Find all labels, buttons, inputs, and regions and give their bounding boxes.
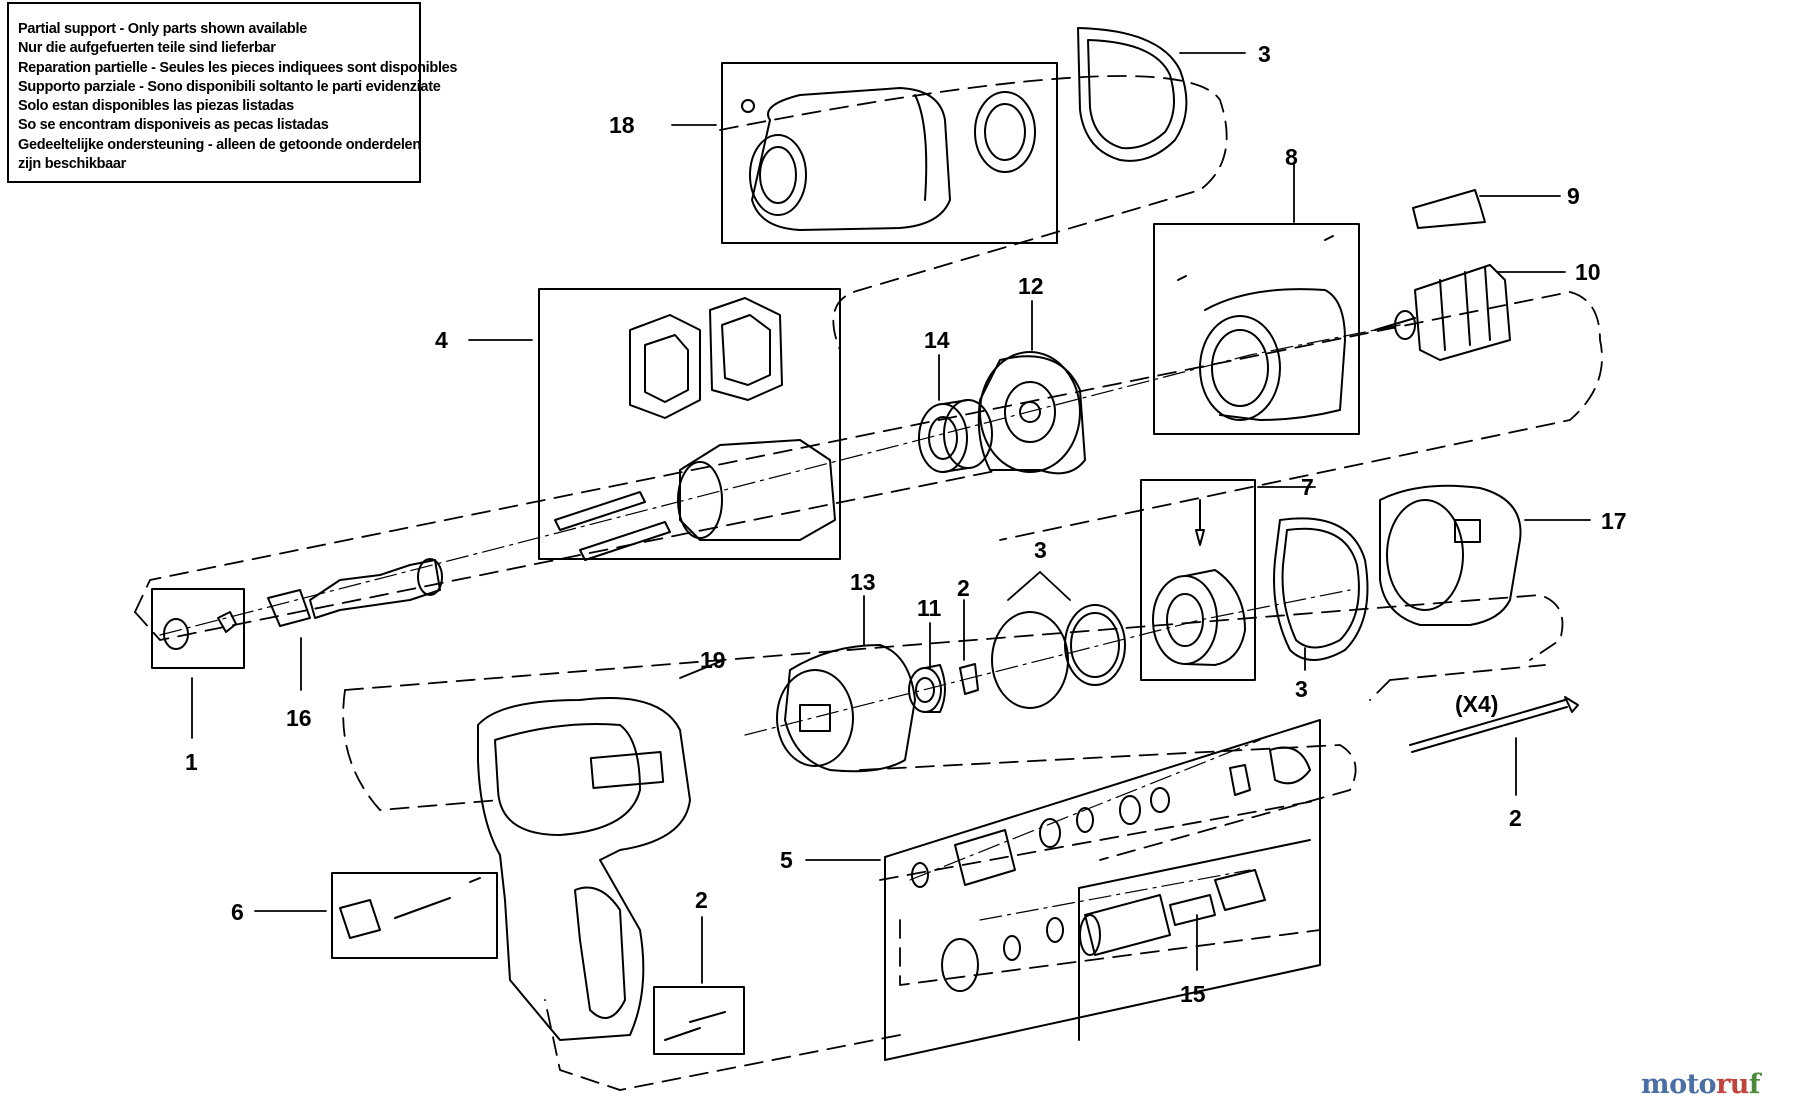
callout-11: 11 <box>917 595 942 621</box>
group-box-2-lower <box>653 986 745 1055</box>
part-10-rotor <box>1374 264 1511 361</box>
watermark-part-1: moto <box>1641 1069 1717 1100</box>
callout-2-bolts: 2 <box>1509 805 1522 831</box>
notice-line-it: Supporto parziale - Sono disponibili sol… <box>18 78 441 95</box>
group-box-15 <box>1078 839 1311 889</box>
part-7-valve <box>1152 499 1246 666</box>
group-box-8 <box>1153 223 1360 435</box>
part-17-rear-cover <box>1379 484 1522 626</box>
notice-line-nl-cont: zijn beschikbaar <box>18 156 127 173</box>
callout-17: 17 <box>1601 508 1627 534</box>
part-11-bearing <box>908 664 946 713</box>
notice-line-pt: So se encontram disponiveis as pecas lis… <box>18 117 329 134</box>
part-3-o-rings <box>991 604 1126 709</box>
part-2-pins-lower <box>664 1011 726 1041</box>
part-16-anvil <box>267 558 443 627</box>
callout-4: 4 <box>435 327 448 353</box>
callout-10: 10 <box>1575 259 1601 285</box>
part-14-bearing <box>918 399 993 473</box>
group-box-1 <box>151 588 245 669</box>
callout-9: 9 <box>1567 183 1580 209</box>
notice-line-fr: Reparation partielle - Seules les pieces… <box>18 59 458 76</box>
callout-3-right: 3 <box>1295 676 1308 702</box>
notice-line-nl: Gedeeltelijke ondersteuning - alleen de … <box>18 136 421 153</box>
notice-line-en: Partial support - Only parts shown avail… <box>18 21 307 37</box>
part-8-cylinder <box>1177 235 1346 421</box>
callout-7: 7 <box>1301 474 1314 500</box>
part-6-trigger <box>339 877 481 939</box>
part-13-motor-housing <box>776 644 916 773</box>
part-2-bolts <box>1409 696 1579 753</box>
assembly-outline-upper <box>134 75 1603 641</box>
callout-16: 16 <box>286 705 312 731</box>
callout-3-top: 3 <box>1258 41 1271 67</box>
notice-line-de: Nur die aufgefuerten teile sind lieferba… <box>18 40 276 57</box>
centre-axis <box>159 324 1401 921</box>
callout-6: 6 <box>231 899 244 925</box>
group-box-18 <box>721 62 1058 244</box>
callout-labels: 18 3 4 8 9 10 12 14 7 17 3 13 11 2 3 (X4… <box>185 41 1627 1007</box>
callout-18: 18 <box>609 112 635 138</box>
callout-3-middle: 3 <box>1034 537 1047 563</box>
callout-2-center: 2 <box>957 575 970 601</box>
callout-1: 1 <box>185 749 198 775</box>
watermark-logo: motoruf <box>1641 1069 1761 1100</box>
part-2-pin-center <box>959 663 979 695</box>
availability-notice: Partial support - Only parts shown avail… <box>7 2 458 183</box>
part-4-hammer-mechanism <box>554 297 836 561</box>
group-box-6 <box>331 872 498 959</box>
callout-2-lower: 2 <box>695 887 708 913</box>
callout-13: 13 <box>850 569 876 595</box>
group-box-7 <box>1140 479 1256 681</box>
part-1-retainer <box>163 611 237 650</box>
callout-15: 15 <box>1180 981 1206 1007</box>
part-3-gasket-right <box>1273 517 1369 661</box>
group-box-5 <box>884 719 1321 1061</box>
callout-x4: (X4) <box>1455 691 1498 717</box>
part-12-rear-plate <box>977 351 1086 475</box>
part-18-hammer-case <box>741 87 1036 231</box>
callout-8: 8 <box>1285 144 1298 170</box>
assembly-outline-lower <box>342 594 1564 1091</box>
watermark-part-3: f <box>1748 1069 1761 1100</box>
part-9-vane <box>1412 189 1486 229</box>
callout-19: 19 <box>700 647 726 673</box>
callout-5: 5 <box>780 847 793 873</box>
part-5-regulator <box>911 746 1311 992</box>
callout-12: 12 <box>1018 273 1044 299</box>
group-box-4 <box>538 288 841 560</box>
watermark-part-2: ru <box>1716 1069 1749 1100</box>
notice-line-es: Solo estan disponibles las piezas listad… <box>18 98 294 115</box>
part-3-gasket-top <box>1077 27 1188 162</box>
callout-14: 14 <box>924 327 950 353</box>
leader-lines <box>191 52 1591 984</box>
part-15-throttle-valve <box>1079 869 1266 956</box>
part-19-tool-body <box>477 697 691 1041</box>
